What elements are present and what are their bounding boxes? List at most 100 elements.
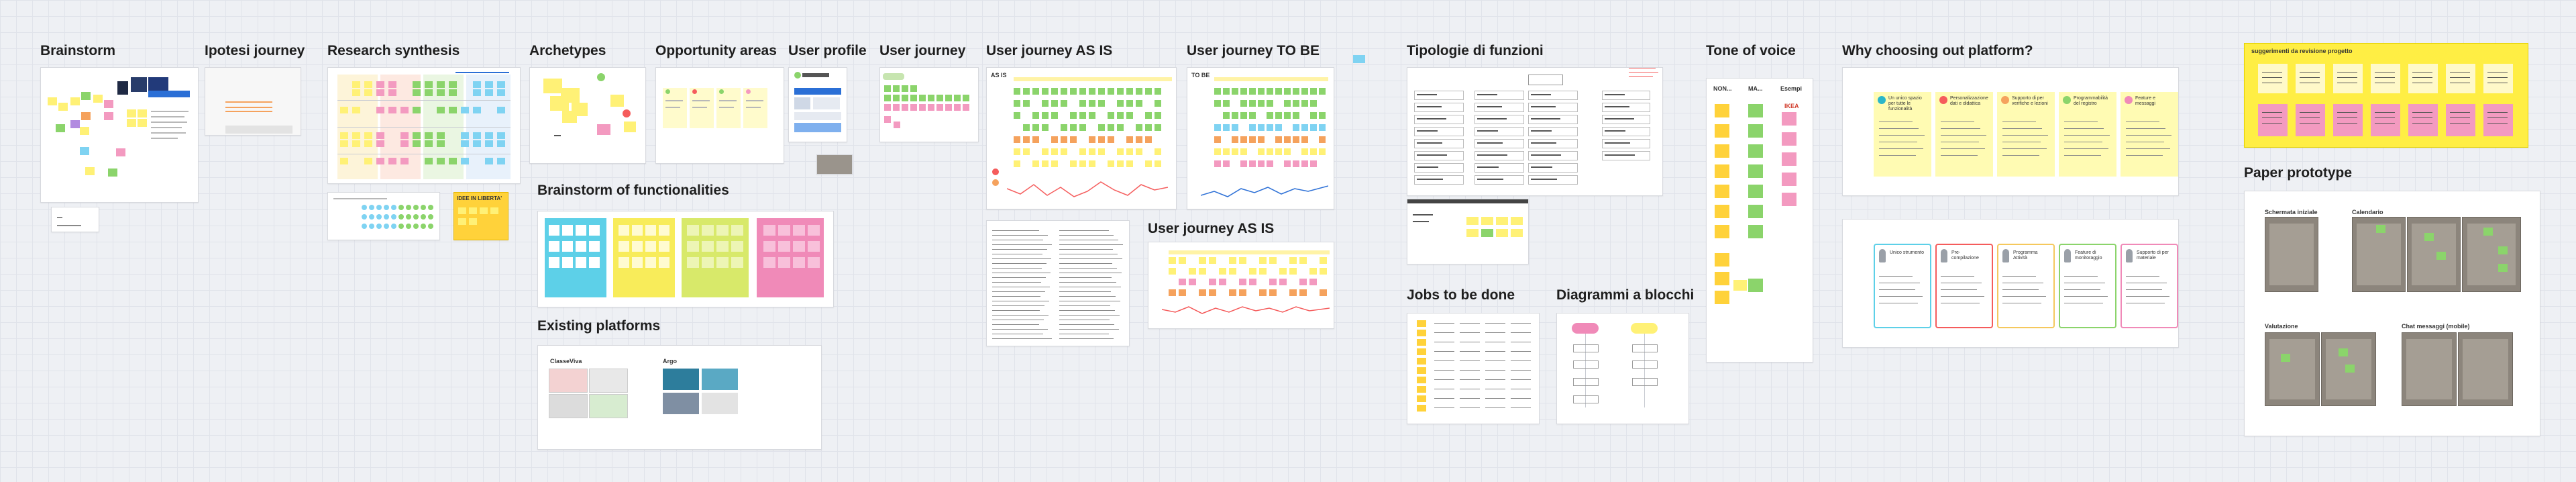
sticky-note[interactable]: [2296, 64, 2325, 93]
sticky-note[interactable]: [1126, 136, 1133, 143]
sticky-note[interactable]: [362, 214, 367, 220]
sticky-note[interactable]: [425, 158, 433, 164]
paper-photo[interactable]: [2265, 332, 2320, 406]
sticky-note[interactable]: [376, 224, 382, 229]
frame-title-user-profile[interactable]: User profile: [788, 43, 867, 58]
function-box[interactable]: [1474, 103, 1524, 112]
sticky-note[interactable]: [1209, 257, 1216, 264]
sticky-note[interactable]: [1155, 160, 1161, 167]
sticky-note[interactable]: [1782, 173, 1796, 186]
sticky-note[interactable]: [85, 167, 95, 175]
sticky-note[interactable]: [1117, 124, 1124, 131]
sticky-note[interactable]: [1293, 100, 1299, 107]
frame-title-opportunity-areas[interactable]: Opportunity areas: [655, 43, 777, 58]
sticky-note[interactable]: [1219, 279, 1226, 285]
sticky-note[interactable]: [1284, 112, 1291, 119]
sticky-note[interactable]: [893, 85, 900, 92]
sticky-note[interactable]: [1417, 405, 1426, 412]
sticky-note[interactable]: [1145, 160, 1152, 167]
document-board[interactable]: [986, 220, 1130, 346]
function-box[interactable]: [1414, 175, 1464, 185]
sticky-note[interactable]: [388, 81, 396, 88]
sticky-note[interactable]: [1289, 289, 1297, 296]
sticky-note[interactable]: [369, 214, 374, 220]
sticky-note[interactable]: [1089, 88, 1095, 95]
sticky-note[interactable]: [1032, 160, 1039, 167]
function-box[interactable]: [1474, 175, 1524, 185]
sticky-note[interactable]: [1284, 160, 1291, 167]
sticky-note[interactable]: [1267, 148, 1273, 155]
sticky-note[interactable]: [1259, 257, 1267, 264]
sticky-note[interactable]: [808, 225, 820, 236]
sticky-note[interactable]: [1023, 148, 1030, 155]
sticky-note[interactable]: [461, 107, 469, 113]
function-box[interactable]: [1414, 91, 1464, 100]
sticky-note[interactable]: [421, 214, 426, 220]
sticky-note[interactable]: [497, 89, 505, 96]
sticky-note[interactable]: [1240, 112, 1247, 119]
jobs-to-be-done-board[interactable]: [1407, 313, 1540, 424]
sticky-note[interactable]: [1417, 330, 1426, 336]
sticky-note[interactable]: [576, 225, 586, 236]
brainstorm-board[interactable]: [40, 67, 199, 203]
sticky-note[interactable]: [1232, 124, 1238, 131]
sticky-note[interactable]: [1014, 136, 1020, 143]
sticky-note[interactable]: [340, 132, 348, 139]
sticky-note[interactable]: [702, 225, 714, 236]
sticky-note[interactable]: [1240, 136, 1247, 143]
sticky-note[interactable]: [1293, 124, 1299, 131]
sticky-note[interactable]: [1126, 88, 1133, 95]
user-journey-to-be-board[interactable]: TO BE: [1187, 67, 1334, 209]
sticky-note[interactable]: [1014, 100, 1020, 107]
sticky-note[interactable]: [2296, 104, 2325, 136]
sticky-note[interactable]: [497, 132, 505, 139]
tone-of-voice-board[interactable]: NON... MA... Esempi IKEA: [1706, 78, 1813, 363]
sticky-note[interactable]: [954, 104, 961, 111]
sticky-note[interactable]: [1748, 225, 1763, 238]
function-box[interactable]: [1602, 127, 1650, 136]
sticky-note[interactable]: [485, 89, 493, 96]
sticky-note[interactable]: [576, 241, 586, 252]
sticky-note[interactable]: [1136, 88, 1142, 95]
sticky-note[interactable]: [1014, 148, 1020, 155]
sticky-note[interactable]: [1136, 124, 1142, 131]
sticky-note[interactable]: [398, 214, 404, 220]
sticky-note[interactable]: [485, 158, 493, 164]
sticky-note[interactable]: [1299, 289, 1307, 296]
sticky-note[interactable]: [1320, 289, 1327, 296]
sticky-note[interactable]: [1126, 148, 1133, 155]
sticky-note[interactable]: [1240, 88, 1247, 95]
sticky-note[interactable]: [1189, 279, 1196, 285]
sticky-note[interactable]: [1715, 225, 1729, 238]
frame-title-archetypes[interactable]: Archetypes: [529, 43, 606, 58]
sticky-note[interactable]: [413, 89, 421, 96]
sticky-note[interactable]: [1169, 268, 1176, 275]
frame-title-user-journey[interactable]: User journey: [879, 43, 966, 58]
sticky-note[interactable]: [1051, 148, 1058, 155]
sticky-note[interactable]: [716, 241, 729, 252]
sticky-note[interactable]: [388, 158, 396, 164]
sticky-note[interactable]: [413, 205, 419, 210]
sticky-note[interactable]: [1042, 112, 1049, 119]
sticky-note[interactable]: [1267, 88, 1273, 95]
sticky-note[interactable]: [902, 85, 908, 92]
classe-viva-screen[interactable]: [589, 369, 628, 393]
sticky-note[interactable]: [461, 140, 469, 147]
tipologie-sub-board[interactable]: [1407, 199, 1529, 264]
sticky-note[interactable]: [1249, 112, 1256, 119]
sticky-note[interactable]: [1232, 112, 1238, 119]
sticky-note[interactable]: [70, 97, 80, 105]
sticky-note[interactable]: [1249, 279, 1256, 285]
sticky-note[interactable]: [391, 214, 396, 220]
sticky-note[interactable]: [1232, 136, 1238, 143]
sticky-note[interactable]: [1293, 112, 1299, 119]
ipotesi-journey-board[interactable]: [205, 67, 301, 136]
suggerimenti-board[interactable]: suggerimenti da revisione progetto: [2244, 43, 2528, 148]
sticky-note[interactable]: [731, 241, 743, 252]
sticky-note[interactable]: [376, 205, 382, 210]
sticky-note[interactable]: [1259, 268, 1267, 275]
sticky-note[interactable]: [473, 107, 481, 113]
sticky-note[interactable]: [1061, 136, 1067, 143]
sticky-note[interactable]: [1126, 112, 1133, 119]
sticky-note[interactable]: [116, 148, 125, 156]
